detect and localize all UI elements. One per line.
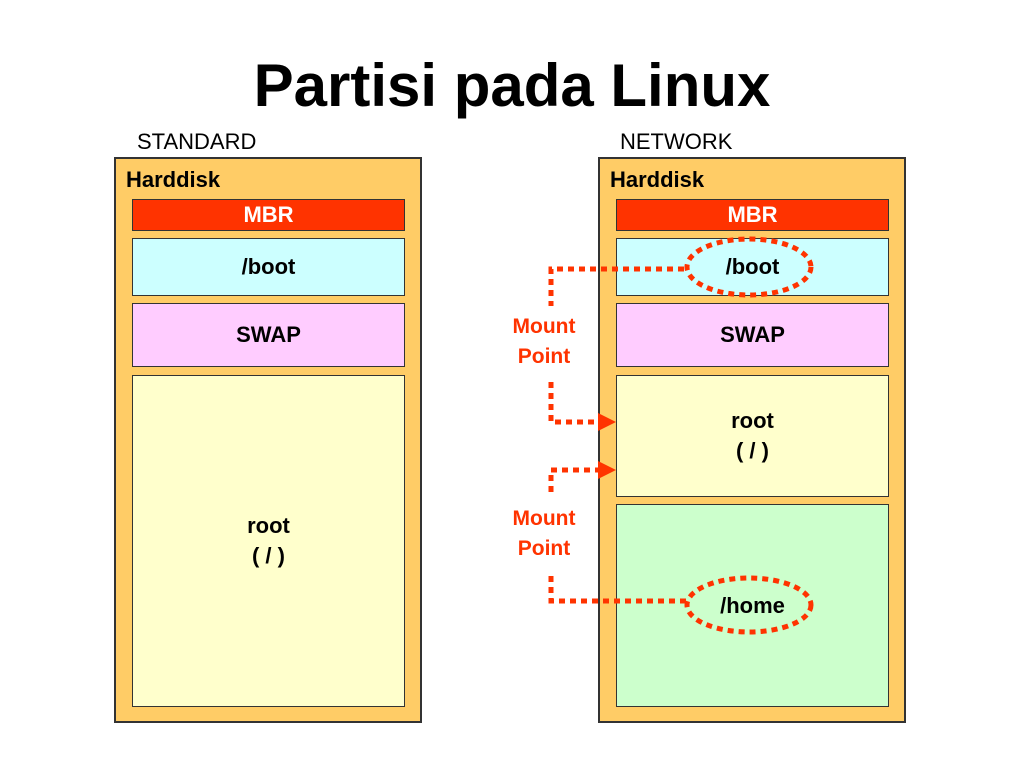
standard-root-label: root xyxy=(247,513,290,538)
mount-point-label-root: Mount Point xyxy=(494,312,594,372)
network-swap-label: SWAP xyxy=(720,322,785,347)
mount-point-home-line2: Point xyxy=(517,537,571,560)
mount-point-root-line1: Mount xyxy=(512,315,576,338)
mount-point-label-home: Mount Point xyxy=(494,504,594,564)
boot-mount-connector-lower xyxy=(548,382,598,425)
network-boot-label: /boot xyxy=(725,254,780,279)
standard-mbr-label: MBR xyxy=(243,202,294,227)
network-label: NETWORK xyxy=(620,129,733,154)
standard-harddisk-title: Harddisk xyxy=(126,167,221,192)
mount-point-root-line2: Point xyxy=(517,345,571,368)
standard-swap-label: SWAP xyxy=(236,322,301,347)
standard-mbr-partition: MBR xyxy=(132,199,405,231)
network-boot-partition: /boot xyxy=(616,238,889,296)
network-mbr-label: MBR xyxy=(727,202,778,227)
standard-swap-partition: SWAP xyxy=(132,303,405,367)
standard-root-partition: root ( / ) xyxy=(132,375,405,707)
home-mount-connector-upper xyxy=(548,467,598,492)
mount-point-home-line1: Mount xyxy=(512,507,576,530)
network-home-partition: /home xyxy=(616,504,889,707)
standard-root-path: ( / ) xyxy=(251,543,285,568)
standard-label: STANDARD xyxy=(137,129,257,154)
network-swap-partition: SWAP xyxy=(616,303,889,367)
network-harddisk-title: Harddisk xyxy=(610,167,705,192)
network-root-partition: root ( / ) xyxy=(616,375,889,497)
network-mbr-partition: MBR xyxy=(616,199,889,231)
network-root-path: ( / ) xyxy=(735,438,769,463)
standard-boot-partition: /boot xyxy=(132,238,405,296)
network-root-label: root xyxy=(731,408,774,433)
standard-boot-label: /boot xyxy=(241,254,296,279)
network-home-label: /home xyxy=(720,593,785,618)
page-title: Partisi pada Linux xyxy=(253,52,771,119)
